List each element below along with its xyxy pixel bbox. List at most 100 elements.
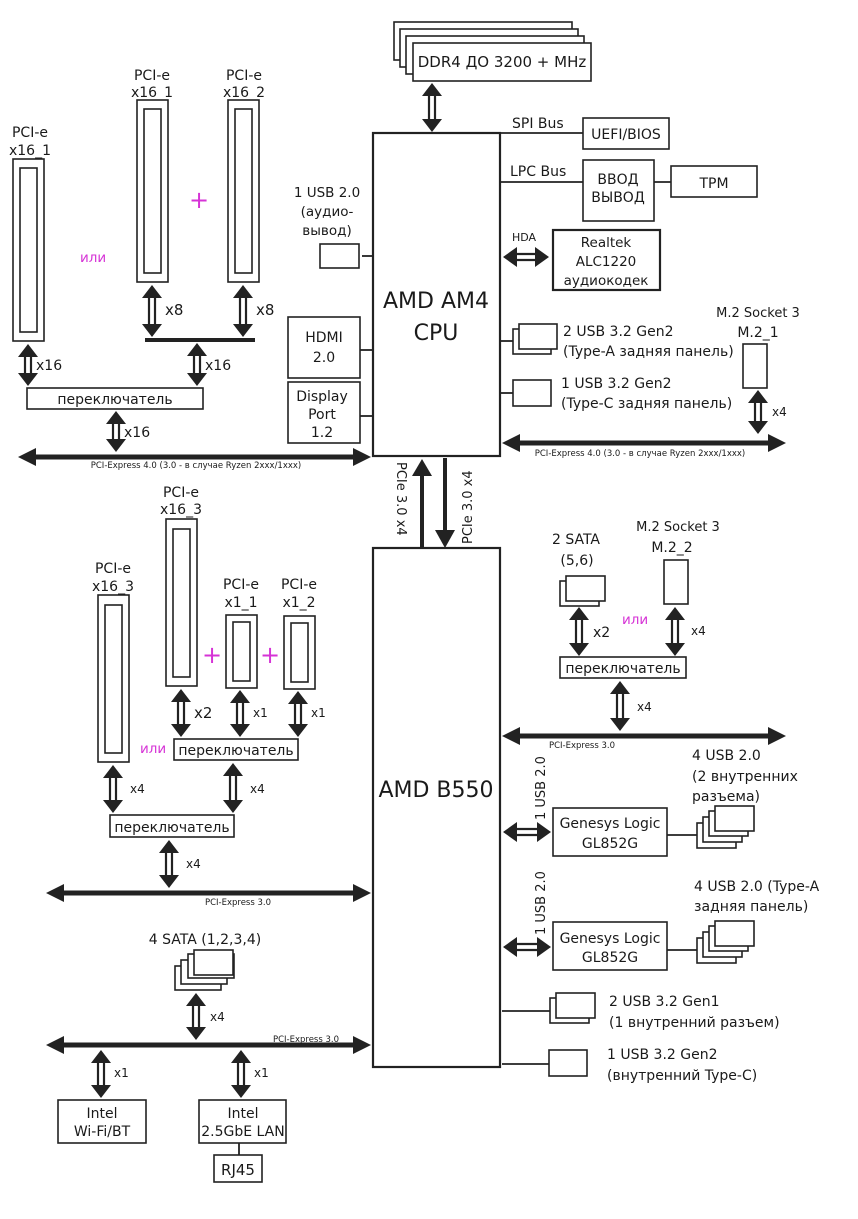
lan-lanes: x1 (254, 1066, 269, 1080)
bus-arrow-left (46, 884, 64, 902)
memory-module-stack: DDR4 ДО 3200 + MHz (393, 21, 592, 82)
sata-56-line1: 2 SATA (552, 532, 600, 548)
bus-arrow-left (502, 434, 520, 452)
or-label-chipset: или (140, 741, 166, 757)
chipset-slot-group-2-name: x1_1 (224, 595, 257, 611)
cpu-usb-a-line2: (Type-A задняя панель) (563, 344, 734, 360)
arrow-head-up (187, 343, 207, 356)
realtek-line2: ALC1220 (576, 254, 637, 270)
cpu-switch-label: переключатель (57, 392, 172, 408)
wifi-arrow (91, 1050, 111, 1098)
arrow-head-up (142, 285, 162, 298)
arrow-head-down (103, 800, 123, 813)
realtek-line1: Realtek (581, 235, 632, 251)
cpu-slot-pair-1-lanes: x8 (165, 301, 183, 319)
usb-audio-line2: (аудио- (301, 204, 354, 220)
m2-2-arrow (665, 607, 685, 656)
sata-1234-arrow (186, 993, 206, 1040)
cpu-usb-type-a-ports (500, 323, 558, 355)
arrow-head-right (537, 937, 551, 957)
cpu-box (371, 131, 502, 458)
hub1-link-label: 1 USB 2.0 (534, 756, 549, 820)
arrow-head-down (230, 724, 250, 737)
arrow-head-up (171, 689, 191, 702)
hub2-line2: GL852G (582, 950, 638, 966)
arrow-head-down (569, 643, 589, 656)
right-switch-lanes: x4 (637, 700, 652, 714)
cpu-switch-bus-arrow (106, 411, 126, 452)
hda-label: HDA (512, 231, 537, 244)
arrow-head-left (503, 937, 517, 957)
arrow-head-down (748, 421, 768, 434)
right-switch-label: переключатель (565, 661, 680, 677)
uefi-bios-box (582, 117, 670, 150)
or-label-cpu: или (80, 250, 106, 266)
m2-2-title: M.2 Socket 3 (636, 520, 720, 535)
plus-label-chipset-2: + (260, 641, 280, 669)
wifi-box (57, 1099, 147, 1144)
chipset-slot-single-name: x16_3 (92, 579, 134, 595)
plus-label-cpu: + (189, 186, 209, 214)
arrow-head-up (18, 344, 38, 357)
cpu-slot-single-name: x16_1 (9, 143, 51, 159)
arrow-head-up (569, 607, 589, 620)
hub1-desc1: 4 USB 2.0 (692, 748, 761, 764)
cpu-chipset-up-label: PCIe 3.0 x4 (393, 462, 408, 536)
bus-arrow-left (46, 1036, 64, 1054)
cpu-slot-pair-1-arrow (142, 285, 162, 337)
bus-arrow-right (353, 448, 371, 466)
chipset-pcie-bus-right-label: PCI-Express 3.0 (549, 741, 615, 751)
chipset-usb-gen2-line2: (внутренний Type-C) (607, 1068, 757, 1084)
memory-label: DDR4 ДО 3200 + MHz (418, 53, 587, 71)
chipset-slot-single-lanes: x4 (130, 782, 145, 796)
chipset-slot-group-1-title: PCI-e (163, 485, 199, 501)
or-label-right: или (622, 612, 648, 628)
cpu-slot-single-lanes: x16 (36, 358, 62, 374)
hdmi-line2: 2.0 (313, 350, 335, 366)
chipset-group-switch-box (173, 738, 299, 761)
tpm-label: TPM (698, 176, 728, 192)
arrow-head-down (18, 373, 38, 386)
lan-arrow (231, 1050, 251, 1098)
m2-2-lanes: x4 (691, 624, 706, 638)
m2-1-lanes: x4 (772, 405, 787, 419)
arrow-head-left (503, 247, 517, 267)
sata-1234-label: 4 SATA (1,2,3,4) (149, 932, 261, 948)
arrow-head-down (665, 643, 685, 656)
arrow-head-down (187, 373, 207, 386)
cpu-slot-pair-2-lanes: x8 (256, 301, 274, 319)
displayport-line1: Display (296, 389, 348, 405)
arrow-head-down (223, 800, 243, 813)
m2-1-arrow (748, 390, 768, 434)
chipset-slot-group-3-name: x1_2 (282, 595, 315, 611)
memory-cpu-arrow (422, 83, 442, 132)
chipset-main-switch-lanes: x4 (186, 857, 201, 871)
chipset-group-switch-lanes: x4 (250, 782, 265, 796)
pcie-slot-x16-1-single (12, 158, 45, 342)
hub2-box (552, 921, 668, 971)
chipset-main-switch-label: переключатель (114, 820, 229, 836)
pcie-slot-x1-1 (225, 614, 258, 689)
m2-2-name: M.2_2 (651, 540, 692, 556)
chipset-usb-gen1-line2: (1 внутренний разъем) (609, 1015, 780, 1031)
sata-1234-ports (174, 949, 235, 991)
pcie-slot-x16-1 (136, 99, 169, 283)
chipset-group-switch-label: переключатель (178, 743, 293, 759)
chipset-slot-single-arrow (103, 765, 123, 813)
cpu-switch-lanes: x16 (124, 425, 150, 441)
hub1-usb-ports (696, 805, 755, 849)
cpu-usb-c-line1: 1 USB 3.2 Gen2 (561, 376, 672, 392)
cpu-label-line1: AMD AM4 (383, 289, 489, 314)
chipset-label: AMD B550 (378, 778, 493, 803)
displayport-line3: 1.2 (311, 425, 333, 441)
chipset-usb-gen1-ports (502, 992, 596, 1024)
sata-56-line2: (5,6) (560, 553, 593, 569)
arrow-head-right (535, 247, 549, 267)
cpu-chipset-up-arrow (412, 459, 432, 548)
hub1-line1: Genesys Logic (560, 816, 661, 832)
wifi-lanes: x1 (114, 1066, 129, 1080)
chipset-slot-group-3-title: PCI-e (281, 577, 317, 593)
arrow-head-up (106, 411, 126, 424)
hub1-line2: GL852G (582, 836, 638, 852)
lan-line2: 2.5GbE LAN (201, 1124, 284, 1140)
